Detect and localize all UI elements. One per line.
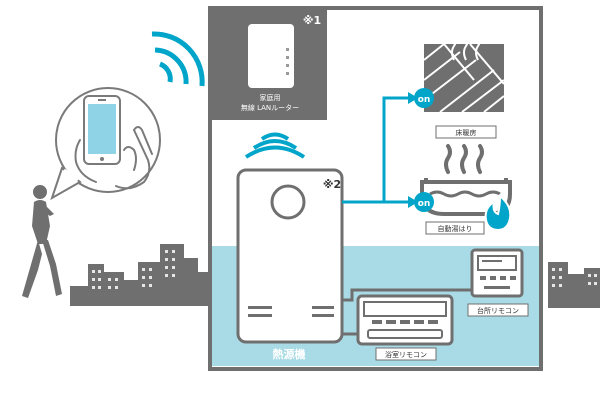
router-label-line2: 無線 LANルーター: [241, 103, 299, 112]
steam-icon: [451, 33, 481, 61]
person-icon: [22, 185, 62, 298]
bath-remote-label: 浴室リモコン: [385, 350, 427, 359]
svg-text:on: on: [418, 95, 431, 105]
router-icon: [248, 24, 294, 88]
bath-remote-label-box: 浴室リモコン: [375, 347, 437, 361]
heat-source-unit: [236, 168, 344, 344]
house-outline: [208, 6, 543, 371]
floor-heating-icon: [423, 33, 505, 113]
bathtub-icon: [420, 178, 512, 216]
note-1: ※1: [303, 14, 321, 27]
on-badge-auto-bath: on: [414, 192, 434, 212]
flame-icon: [484, 193, 512, 232]
city-skyline: [70, 244, 600, 308]
wifi-signal-icon-inside: [244, 132, 306, 159]
auto-bath-label: 自動湯はり: [438, 224, 473, 233]
arrow-floor-heating: [408, 92, 418, 104]
steam-icon-bath: [444, 144, 484, 174]
connection-lines: [342, 96, 410, 204]
floor-heating-label: 床暖房: [456, 128, 477, 137]
kitchen-remote-label: 台所リモコン: [477, 306, 519, 315]
svg-text:on: on: [418, 199, 431, 209]
arrow-auto-bath: [408, 196, 418, 208]
floor-heating-label-box: 床暖房: [435, 125, 497, 139]
on-badge-floor-heating: on: [414, 88, 434, 108]
kitchen-remote-icon: [470, 248, 524, 298]
kitchen-remote-label-box: 台所リモコン: [467, 303, 529, 317]
heat-source-label: 熱源機: [273, 347, 306, 361]
router-label-line1: 家庭用: [260, 93, 281, 102]
auto-bath-label-box: 自動湯はり: [425, 221, 485, 235]
hand-icon: [74, 126, 153, 190]
bath-remote-icon: [356, 294, 454, 346]
note-2: ※2: [323, 178, 341, 191]
smartphone-icon: [83, 95, 121, 165]
wifi-signal-icon: [151, 31, 205, 87]
